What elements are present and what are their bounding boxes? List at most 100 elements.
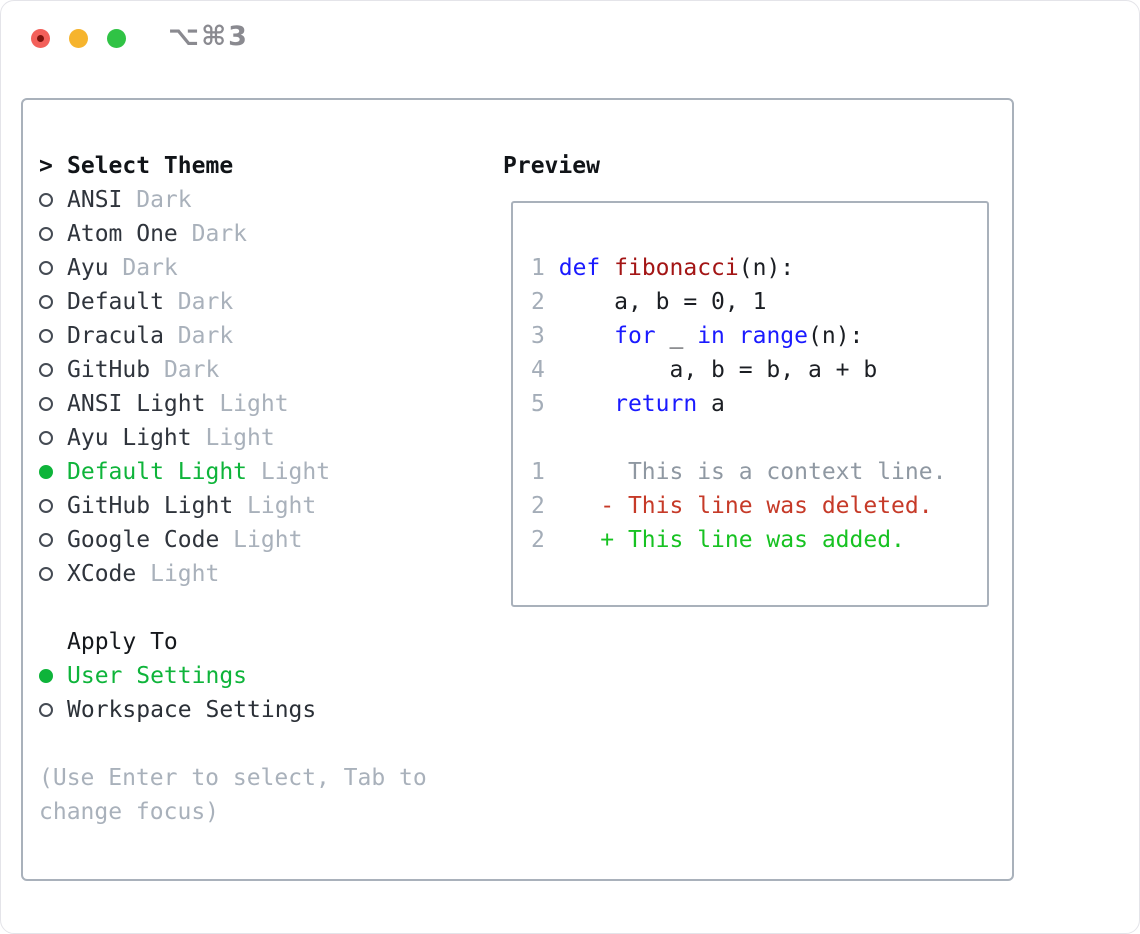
theme-option[interactable]: ANSI Light Light <box>39 387 491 421</box>
radio-icon <box>39 499 67 513</box>
theme-name: ANSI Light <box>67 391 206 417</box>
apply-to-header-row: Apply To <box>39 625 491 659</box>
apply-to-option[interactable]: Workspace Settings <box>39 693 491 727</box>
code-segment: in <box>697 323 725 349</box>
radio-icon <box>39 397 67 411</box>
apply-to-label: Workspace Settings <box>67 697 317 723</box>
theme-option[interactable]: Google Code Light <box>39 523 491 557</box>
code-segment: a <box>697 391 725 417</box>
theme-option[interactable]: Ayu Light Light <box>39 421 491 455</box>
apply-to-label: User Settings <box>67 663 248 689</box>
select-theme-title: Select Theme <box>67 153 234 179</box>
radio-circle <box>39 363 53 377</box>
theme-option[interactable]: Default Light Light <box>39 455 491 489</box>
theme-variant: Dark <box>108 255 178 281</box>
radio-icon <box>39 193 67 207</box>
maximize-button-icon[interactable] <box>107 29 126 48</box>
code-segment: fibonacci <box>614 255 739 281</box>
theme-name: GitHub Light <box>67 493 234 519</box>
theme-option[interactable]: XCode Light <box>39 557 491 591</box>
radio-selected-icon <box>39 465 67 479</box>
code-line: 2 a, b = 0, 1 <box>531 285 987 319</box>
gap <box>545 289 559 315</box>
theme-name: XCode <box>67 561 137 587</box>
theme-name: Google Code <box>67 527 220 553</box>
radio-icon <box>39 703 67 717</box>
theme-variant: Dark <box>150 357 220 383</box>
code-segment <box>600 255 614 281</box>
theme-option[interactable]: Default Dark <box>39 285 491 319</box>
apply-to-option[interactable]: User Settings <box>39 659 491 693</box>
radio-circle <box>39 431 53 445</box>
radio-circle <box>39 533 53 547</box>
code-segment: def <box>558 255 601 281</box>
radio-circle <box>39 669 53 683</box>
theme-variant: Light <box>219 527 303 553</box>
code-line: 5 return a <box>531 387 987 421</box>
line-number: 1 <box>531 255 545 281</box>
gap <box>545 323 559 349</box>
theme-variant: Light <box>191 425 275 451</box>
code-line: 2 - This line was deleted. <box>531 489 987 523</box>
radio-circle <box>39 295 53 309</box>
radio-selected-icon <box>39 669 67 683</box>
preview-title: Preview <box>503 153 600 179</box>
theme-variant: Light <box>247 459 331 485</box>
theme-option[interactable]: GitHub Dark <box>39 353 491 387</box>
theme-name: Default Light <box>67 459 248 485</box>
radio-icon <box>39 261 67 275</box>
radio-icon <box>39 363 67 377</box>
radio-circle <box>39 465 53 479</box>
line-number: 2 <box>531 493 545 519</box>
radio-circle <box>39 703 53 717</box>
theme-variant: Light <box>233 493 317 519</box>
code-segment: range <box>738 323 809 349</box>
radio-icon <box>39 227 67 241</box>
theme-variant: Dark <box>163 323 234 349</box>
code-line: 1 def fibonacci(n): <box>531 251 987 285</box>
theme-option[interactable]: GitHub Light Light <box>39 489 491 523</box>
radio-icon <box>39 567 67 581</box>
theme-option[interactable]: ANSI Dark <box>39 183 491 217</box>
close-button-icon[interactable] <box>31 29 50 48</box>
code-segment: + This line was added. <box>558 527 905 553</box>
code-segment <box>559 323 614 349</box>
gap <box>545 459 559 485</box>
code-line <box>531 421 987 455</box>
titlebar <box>31 29 126 48</box>
theme-variant: Light <box>205 391 289 417</box>
radio-circle <box>39 567 53 581</box>
theme-name: GitHub <box>67 357 151 383</box>
theme-name: Ayu <box>67 255 109 281</box>
preview-header-row: Preview <box>503 149 600 183</box>
code-segment <box>725 323 739 349</box>
code-segment: _ <box>655 323 698 349</box>
theme-variant: Dark <box>177 221 248 247</box>
gap <box>545 357 559 383</box>
theme-option[interactable]: Ayu Dark <box>39 251 491 285</box>
radio-circle <box>39 397 53 411</box>
radio-circle <box>39 227 53 241</box>
gap <box>545 527 559 553</box>
select-theme-header-row: > Select Theme <box>39 149 491 183</box>
line-number: 2 <box>531 289 545 315</box>
minimize-button-icon[interactable] <box>69 29 88 48</box>
code-line: 3 for _ in range(n): <box>531 319 987 353</box>
code-segment <box>559 391 614 417</box>
help-text: (Use Enter to select, Tab to change focu… <box>39 765 427 825</box>
apply-to-title: Apply To <box>67 629 178 655</box>
code-segment: This is a context line. <box>558 459 947 485</box>
theme-option[interactable]: Dracula Dark <box>39 319 491 353</box>
gap <box>545 391 559 417</box>
theme-option[interactable]: Atom One Dark <box>39 217 491 251</box>
theme-variant: Dark <box>163 289 234 315</box>
spacer <box>39 727 491 761</box>
line-number: 1 <box>531 459 545 485</box>
radio-circle <box>39 329 53 343</box>
